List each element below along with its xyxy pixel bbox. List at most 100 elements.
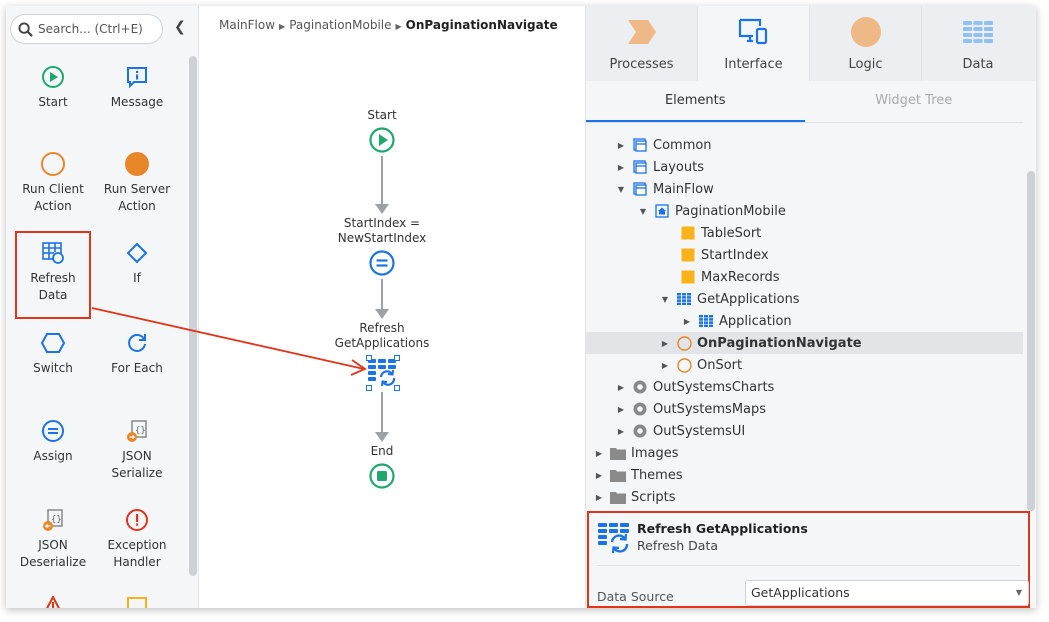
- refresh-data-highlight: [15, 231, 91, 319]
- tree-item-scripts[interactable]: ▶ Scripts: [586, 486, 1023, 508]
- breadcrumb-item[interactable]: PaginationMobile: [289, 18, 392, 32]
- caret-right-icon[interactable]: ▶: [661, 338, 669, 348]
- tool-json-deserialize[interactable]: {} JSON Deserialize: [10, 503, 96, 571]
- toolbox-scrollbar[interactable]: [189, 56, 197, 576]
- tool-label: If: [133, 271, 141, 285]
- tree-item-onsort[interactable]: ▶ OnSort: [586, 354, 1023, 376]
- tool-if[interactable]: If: [94, 236, 180, 287]
- tree-item-images[interactable]: ▶ Images: [586, 442, 1023, 464]
- caret-right-icon[interactable]: ▶: [683, 316, 691, 326]
- assign-node-icon[interactable]: [369, 250, 395, 276]
- logic-icon: [850, 17, 881, 47]
- data-source-value: GetApplications: [751, 585, 850, 600]
- caret-down-icon[interactable]: ▼: [661, 294, 669, 304]
- flow-arrowhead: [375, 204, 389, 214]
- tool-run-client-action[interactable]: Run Client Action: [10, 147, 96, 215]
- tree-item-getapplications[interactable]: ▼ GetApplications: [586, 288, 1023, 310]
- tree-item-application[interactable]: ▶ Application: [586, 310, 1023, 332]
- flow-arrowhead: [375, 432, 389, 442]
- json-serialize-icon: {}: [127, 420, 147, 442]
- tool-json-serialize[interactable]: {} JSON Serialize: [94, 414, 180, 482]
- elements-tree: ▶ Common ▶ Layouts ▼ MainFlow ▼ Paginati…: [586, 134, 1023, 508]
- breadcrumb-item[interactable]: MainFlow: [219, 18, 276, 32]
- subtab-widget-tree[interactable]: Widget Tree: [875, 93, 953, 108]
- ui-flow-icon: [633, 160, 647, 174]
- caret-right-icon[interactable]: ▶: [617, 140, 625, 150]
- tree-item-layouts[interactable]: ▶ Layouts: [586, 156, 1023, 178]
- caret-down-icon[interactable]: ▼: [639, 206, 647, 216]
- tool-assign[interactable]: Assign: [10, 414, 96, 465]
- caret-right-icon[interactable]: ▶: [617, 404, 625, 414]
- tab-logic[interactable]: Logic: [810, 6, 922, 81]
- caret-right-icon[interactable]: ▶: [617, 162, 625, 172]
- search-icon: [18, 21, 33, 37]
- start-node-icon[interactable]: [369, 127, 395, 153]
- properties-title: Refresh GetApplications: [637, 521, 808, 536]
- caret-right-icon[interactable]: ▶: [617, 382, 625, 392]
- end-node-icon[interactable]: [369, 463, 395, 489]
- tree-scrollbar[interactable]: [1027, 171, 1035, 511]
- caret-right-icon[interactable]: ▶: [595, 470, 603, 480]
- tree-item-outsystemsmaps[interactable]: ▶ OutSystemsMaps: [586, 398, 1023, 420]
- tree-item-maxrecords[interactable]: MaxRecords: [586, 266, 1023, 288]
- tree-item-common[interactable]: ▶ Common: [586, 134, 1023, 156]
- tree-item-themes[interactable]: ▶ Themes: [586, 464, 1023, 486]
- data-source-label: Data Source: [597, 589, 674, 604]
- caret-right-icon[interactable]: ▶: [661, 360, 669, 370]
- tool-message[interactable]: Message: [94, 60, 180, 111]
- tool-label: Run Server: [103, 182, 171, 196]
- selection-handle[interactable]: [394, 385, 400, 391]
- breadcrumb-current: OnPaginationNavigate: [405, 18, 558, 32]
- module-icon: [633, 424, 647, 438]
- tab-data[interactable]: Data: [922, 6, 1034, 81]
- tool-label: Data: [38, 288, 68, 302]
- refresh-data-node-icon[interactable]: [367, 358, 399, 388]
- caret-right-icon[interactable]: ▶: [595, 492, 603, 502]
- tree-item-label: MaxRecords: [701, 269, 780, 285]
- sub-tabs: Elements Widget Tree: [586, 81, 1023, 123]
- tab-processes[interactable]: Processes: [586, 6, 698, 81]
- tool-label: Exception: [107, 538, 167, 552]
- tool-for-each[interactable]: For Each: [94, 326, 180, 377]
- tree-item-startindex[interactable]: StartIndex: [586, 244, 1023, 266]
- tool-refresh-data[interactable]: Refresh Data: [10, 236, 96, 304]
- subtab-elements[interactable]: Elements: [586, 81, 805, 122]
- tool-run-server-action[interactable]: Run Server Action: [94, 147, 180, 215]
- tree-item-mainflow[interactable]: ▼ MainFlow: [586, 178, 1023, 200]
- tree-item-label: Images: [631, 445, 679, 461]
- tree-item-label: OnSort: [697, 357, 743, 373]
- tree-item-paginationmobile[interactable]: ▼ PaginationMobile: [586, 200, 1023, 222]
- data-source-select[interactable]: GetApplications ▼: [745, 580, 1029, 606]
- right-panel: Processes Interface Logic Data Elements …: [585, 6, 1036, 608]
- tree-item-label: OnPaginationNavigate: [697, 335, 862, 351]
- selection-handle[interactable]: [366, 355, 372, 361]
- tree-item-outsystemscharts[interactable]: ▶ OutSystemsCharts: [586, 376, 1023, 398]
- tab-label: Logic: [848, 57, 883, 72]
- tool-exception-handler[interactable]: Exception Handler: [94, 503, 180, 571]
- tab-interface[interactable]: Interface: [698, 6, 810, 81]
- exception-handler-icon: [126, 509, 148, 531]
- toolbox-search-input[interactable]: Search... (Ctrl+E): [10, 14, 163, 44]
- layer-tabs: Processes Interface Logic Data: [586, 6, 1036, 81]
- selection-handle[interactable]: [394, 355, 400, 361]
- node-label: Start: [367, 108, 397, 122]
- tool-start[interactable]: Start: [10, 60, 96, 111]
- chevron-left-icon[interactable]: ❮: [174, 19, 186, 35]
- caret-right-icon[interactable]: ▶: [617, 426, 625, 436]
- tree-item-onpaginationnavigate[interactable]: ▶ OnPaginationNavigate: [586, 332, 1023, 354]
- caret-down-icon[interactable]: ▼: [617, 184, 625, 194]
- chevron-down-icon: ▼: [1015, 588, 1022, 597]
- flow-connector: [381, 392, 383, 432]
- properties-panel: Refresh GetApplications Refresh Data Dat…: [587, 511, 1030, 608]
- folder-icon: [610, 447, 626, 460]
- tree-item-outsystemsui[interactable]: ▶ OutSystemsUI: [586, 420, 1023, 442]
- tool-label: Refresh: [30, 271, 76, 285]
- caret-right-icon[interactable]: ▶: [595, 448, 603, 458]
- tree-item-label: OutSystemsUI: [653, 423, 746, 439]
- tree-item-tablesort[interactable]: TableSort: [586, 222, 1023, 244]
- switch-icon: [40, 333, 66, 353]
- tree-item-label: MainFlow: [653, 181, 714, 197]
- flow-canvas[interactable]: MainFlow▶PaginationMobile▶OnPaginationNa…: [199, 6, 585, 608]
- tool-switch[interactable]: Switch: [10, 326, 96, 377]
- selection-handle[interactable]: [366, 385, 372, 391]
